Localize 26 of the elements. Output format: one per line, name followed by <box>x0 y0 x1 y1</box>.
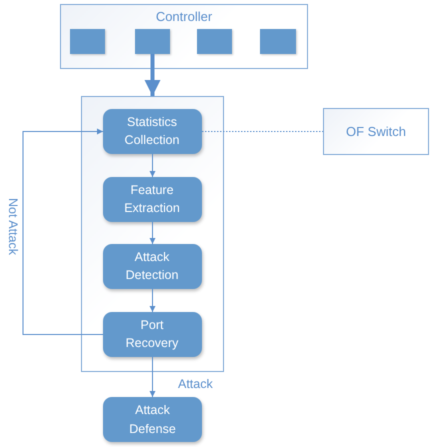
module-block <box>134 28 170 54</box>
arrow <box>150 222 156 244</box>
arrow <box>150 154 156 178</box>
module-block <box>196 28 232 54</box>
arrow <box>22 128 104 335</box>
process-box <box>102 244 202 288</box>
module-block <box>70 28 104 54</box>
arrow <box>150 356 156 398</box>
arrow <box>144 54 160 96</box>
box-label: Statistics Collection <box>124 114 180 149</box>
process-box <box>103 397 202 442</box>
switch-box <box>323 108 429 155</box>
process-box <box>102 176 202 222</box>
module-block <box>260 28 296 54</box>
arrow <box>150 288 156 312</box>
box-label: OF Switch <box>346 124 406 139</box>
panel-title: Controller <box>154 9 214 24</box>
process-container <box>81 96 224 372</box>
controller-panel <box>60 4 308 69</box>
box-label: Attack Detection <box>124 248 180 284</box>
box-label: Attack Defense <box>128 402 177 438</box>
box-label: Feature Extraction <box>123 182 181 217</box>
dotted-connector <box>202 131 324 132</box>
box-label: Port Recovery <box>124 316 180 352</box>
process-box <box>102 312 202 356</box>
process-box <box>102 108 202 154</box>
